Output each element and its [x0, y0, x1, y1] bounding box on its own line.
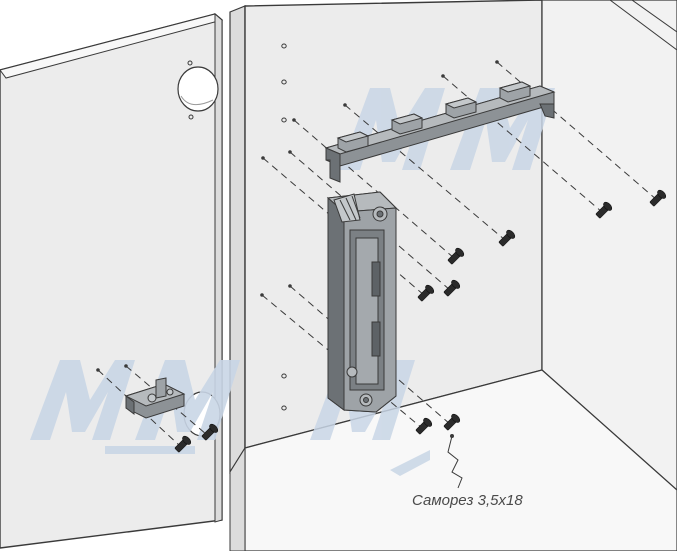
screw-icon — [649, 189, 667, 207]
screw-icon — [174, 435, 192, 453]
mounting-holes — [281, 43, 287, 411]
screw-icon — [443, 413, 461, 431]
screws — [174, 189, 667, 453]
screw-icon — [415, 417, 433, 435]
screw-callout-label: Саморез 3,5x18 — [412, 492, 523, 509]
cabinet-back-section — [541, 0, 677, 491]
hinge-cup-hole-upper — [177, 60, 219, 120]
lift-mechanism-body — [326, 191, 398, 413]
mounting-rail — [324, 81, 556, 183]
callout-leader — [447, 434, 463, 489]
screw-icon — [417, 284, 435, 302]
screw-icon — [443, 279, 461, 297]
cabinet-floor — [229, 369, 677, 551]
door-bracket — [124, 377, 186, 419]
pilot-holes — [96, 60, 499, 372]
screw-icon — [595, 201, 613, 219]
screw-icon — [447, 247, 465, 265]
screw-icon — [201, 423, 219, 441]
screw-icon — [498, 229, 516, 247]
